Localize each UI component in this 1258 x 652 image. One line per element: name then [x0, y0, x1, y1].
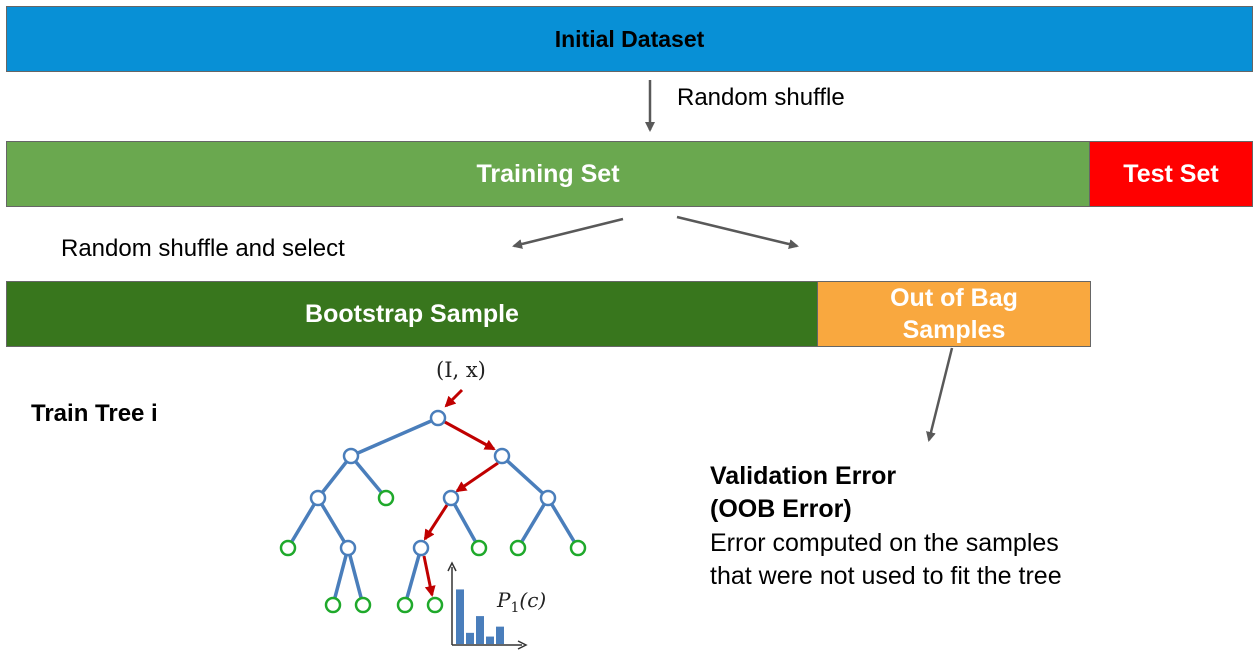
arrow-to-oob — [676, 215, 799, 249]
leaf-distribution-label: P1(c) — [496, 588, 546, 616]
training-set-bar: Training Set — [6, 141, 1090, 207]
bootstrap-sample-label: Bootstrap Sample — [305, 299, 519, 328]
test-set-label: Test Set — [1123, 159, 1219, 188]
training-set-label: Training Set — [476, 159, 620, 188]
histogram-bar — [466, 632, 474, 644]
histogram-axes — [447, 561, 528, 650]
error-description-line1: Error computed on the samples — [710, 529, 1059, 557]
arrow-to-validation — [926, 347, 954, 442]
oob-samples-label: Out of Bag Samples — [890, 284, 1018, 344]
histogram-bar — [456, 589, 464, 644]
oob-error-label: (OOB Error) — [710, 495, 852, 523]
tree-inner-nodes — [309, 409, 557, 557]
oob-samples-bar: Out of Bag Samples — [817, 281, 1091, 347]
tree-decision-path — [422, 388, 499, 597]
error-description-line2: that were not used to fit the tree — [710, 562, 1062, 590]
arrow-to-bootstrap — [512, 217, 624, 249]
train-tree-label: Train Tree i — [31, 400, 158, 427]
test-set-bar: Test Set — [1089, 141, 1253, 207]
histogram-bar — [496, 626, 504, 644]
tree-edges — [286, 416, 580, 606]
histogram-bar — [476, 616, 484, 644]
histogram-bars — [456, 589, 504, 644]
histogram-bar — [486, 636, 494, 644]
tree-leaf-nodes — [279, 489, 587, 614]
random-shuffle-label: Random shuffle — [677, 84, 845, 111]
initial-dataset-bar: Initial Dataset — [6, 6, 1253, 72]
bootstrap-sample-bar: Bootstrap Sample — [6, 281, 818, 347]
validation-error-label: Validation Error — [710, 462, 897, 490]
random-shuffle-select-label: Random shuffle and select — [61, 235, 345, 262]
initial-dataset-label: Initial Dataset — [554, 25, 705, 52]
tree-input-label: (I, x) — [436, 358, 486, 382]
